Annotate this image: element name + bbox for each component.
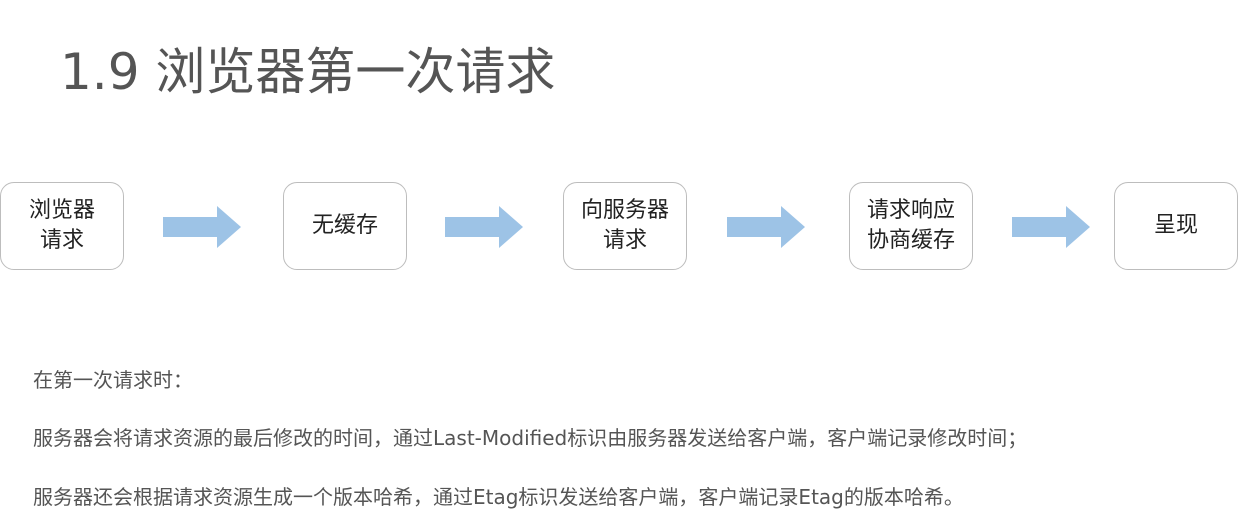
step-browser-request: 浏览器 请求 — [0, 182, 124, 270]
description-heading: 在第一次请求时： — [33, 368, 193, 392]
right-arrow-icon — [163, 206, 241, 248]
step-label-line1: 无缓存 — [311, 213, 378, 238]
step-label-line1: 浏览器 — [28, 198, 95, 223]
step-label-line1: 请求响应 — [866, 198, 955, 223]
step-label-line2: 协商缓存 — [866, 228, 955, 253]
step-label-line2: 请求 — [39, 228, 84, 253]
right-arrow-icon — [1012, 206, 1090, 248]
slide-title: 1.9 浏览器第一次请求 — [60, 43, 556, 101]
step-render: 呈现 — [1114, 182, 1238, 270]
step-request-server: 向服务器 请求 — [563, 182, 687, 270]
right-arrow-icon — [445, 206, 523, 248]
right-arrow-icon — [727, 206, 805, 248]
description-paragraph-last-modified: 服务器会将请求资源的最后修改的时间，通过Last-Modified标识由服务器发… — [33, 426, 1028, 450]
step-response-negotiate-cache: 请求响应 协商缓存 — [849, 182, 973, 270]
step-label-line2: 请求 — [602, 228, 647, 253]
step-label-line1: 呈现 — [1153, 213, 1198, 238]
step-label-line1: 向服务器 — [580, 198, 669, 223]
description-paragraph-etag: 服务器还会根据请求资源生成一个版本哈希，通过Etag标识发送给客户端，客户端记录… — [33, 485, 964, 509]
step-no-cache: 无缓存 — [283, 182, 407, 270]
